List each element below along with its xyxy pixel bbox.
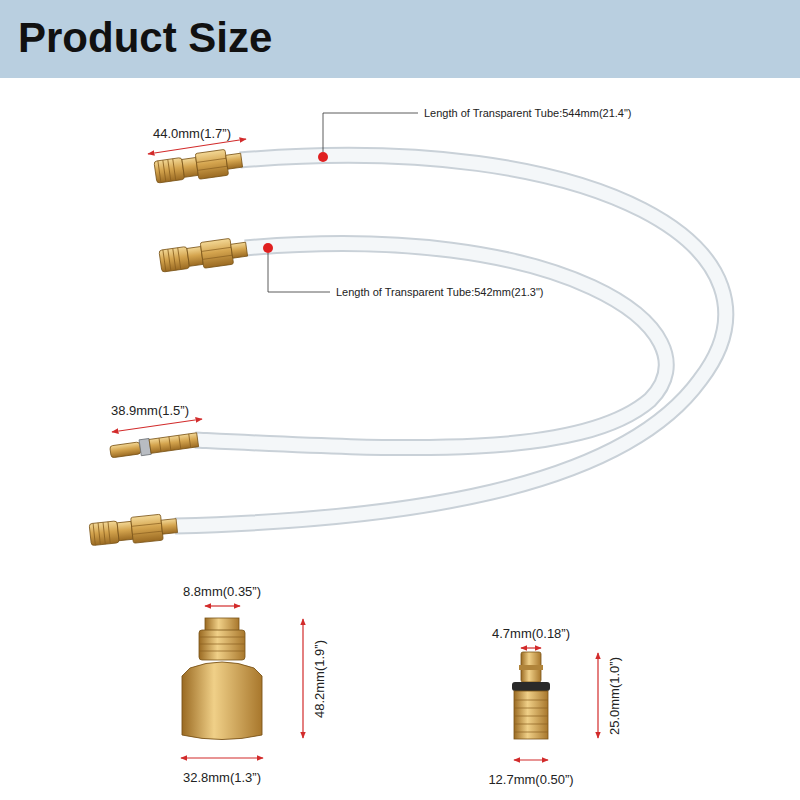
leader-line — [268, 253, 330, 292]
dimension-line — [222, 605, 240, 606]
dimension-line — [302, 619, 303, 738]
dimension-line — [112, 419, 202, 432]
dimension-line — [205, 605, 222, 606]
male-plug — [109, 432, 198, 460]
dimension-line — [514, 759, 548, 760]
female-coupler — [154, 147, 244, 185]
leader-line — [323, 113, 418, 152]
dimension-label: 38.9mm(1.5”) — [111, 403, 189, 418]
dimension-line — [531, 647, 541, 648]
dimension-label: 8.8mm(0.35”) — [183, 584, 261, 599]
callout-dot — [318, 152, 328, 162]
callout-dot — [263, 243, 273, 253]
dimension-label: 32.8mm(1.3”) — [183, 770, 261, 785]
female-coupler — [159, 236, 249, 274]
dimension-label: 12.7mm(0.50”) — [488, 772, 573, 787]
female-coupler — [89, 513, 178, 548]
dimension-label: 25.0mm(1.0”) — [607, 657, 622, 735]
dimension-line — [597, 653, 598, 738]
tube-edge — [195, 244, 666, 448]
male-connector — [512, 652, 550, 739]
page-title: Product Size — [18, 14, 272, 62]
dimension-line — [521, 647, 531, 648]
callout-label: Length of Transparent Tube:542mm(21.3") — [336, 286, 544, 298]
transparent-tube — [195, 244, 666, 448]
callout-label: Length of Transparent Tube:544mm(21.4") — [424, 107, 632, 119]
dimension-line — [148, 139, 246, 154]
tube-edge — [175, 155, 726, 526]
dimension-line — [181, 757, 263, 758]
dimension-label: 48.2mm(1.9”) — [312, 640, 327, 718]
threaded-adapter — [182, 618, 262, 740]
dimension-label: 44.0mm(1.7”) — [153, 126, 231, 141]
dimension-label: 4.7mm(0.18”) — [492, 626, 570, 641]
transparent-tube — [175, 155, 726, 526]
